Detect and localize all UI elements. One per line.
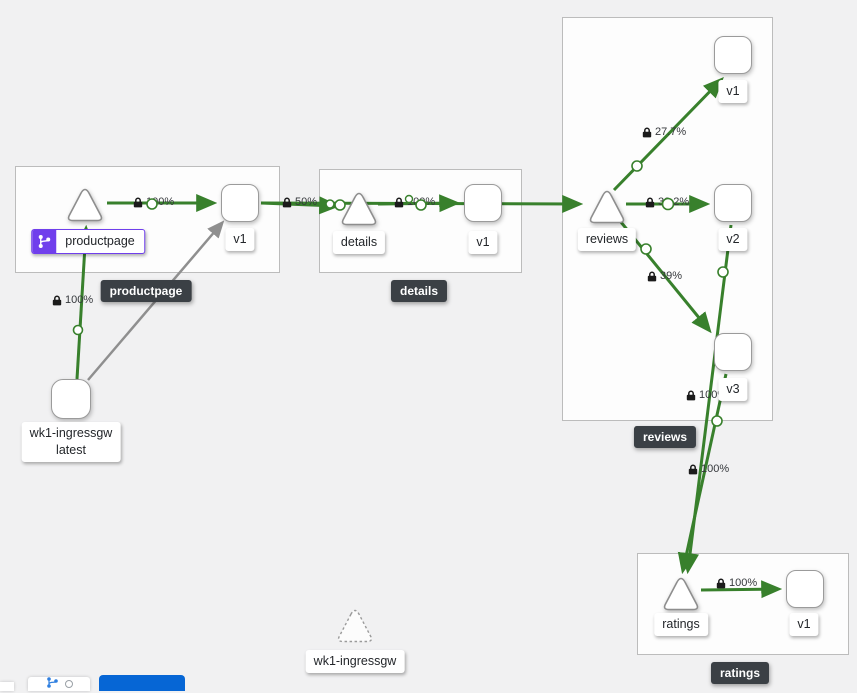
edge-percent: 100% (729, 577, 758, 589)
node-label-text: wk1-ingressgw (313, 654, 397, 668)
node-ratings-service[interactable] (657, 571, 705, 618)
dashed-triangle-icon (337, 609, 373, 643)
lock-icon (394, 196, 404, 208)
edge-label-ingress-to-productpage: 100% (52, 294, 93, 306)
edge-label-details-to-v1: 100% (394, 196, 435, 208)
edge-percent: 27.7% (655, 126, 687, 138)
lock-icon (688, 463, 698, 475)
node-label-text: reviews (585, 232, 629, 246)
edge-percent: 39% (660, 270, 683, 282)
node-details-service[interactable] (335, 186, 383, 233)
app-badge-ratings: ratings (710, 662, 770, 684)
edge-percent: 100% (146, 196, 175, 208)
node-label-text: latest (56, 442, 86, 457)
edge-label-productpage-to-v1: 100% (133, 196, 174, 208)
triangle-icon (663, 577, 699, 611)
node-label-text: wk1-ingressgw (29, 426, 113, 440)
virtual-service-icon (32, 230, 57, 253)
edge-label-reviews-to-v2: 33.2% (645, 196, 689, 208)
legend-button[interactable] (99, 675, 185, 691)
circle-icon (64, 680, 73, 688)
lock-icon (716, 577, 726, 589)
label-reviews-v3[interactable]: v3 (718, 378, 748, 401)
label-idle-service[interactable]: wk1-ingressgw (305, 650, 405, 673)
node-label-text: details (340, 235, 378, 249)
node-label-text: v1 (726, 84, 740, 98)
edge-percent: 50% (295, 196, 318, 208)
label-reviews-service[interactable]: reviews (577, 228, 637, 251)
edge-percent: 100% (701, 463, 730, 475)
node-label-text: v1 (797, 617, 811, 631)
label-productpage-service[interactable]: productpage (31, 229, 145, 254)
node-reviews-v2[interactable] (714, 184, 752, 222)
label-productpage-v1[interactable]: v1 (225, 228, 255, 251)
app-badge-reviews: reviews (633, 426, 697, 448)
edge-label-ratings-to-v1: 100% (716, 577, 757, 589)
toolbar-fragment[interactable] (0, 682, 14, 691)
node-label-text: v1 (233, 232, 247, 246)
triangle-icon (589, 190, 625, 224)
lock-icon (686, 389, 696, 401)
label-details-service[interactable]: details (332, 231, 386, 254)
lock-icon (645, 196, 655, 208)
label-reviews-v2[interactable]: v2 (718, 228, 748, 251)
app-badge-details: details (390, 280, 448, 302)
node-ratings-v1[interactable] (786, 570, 824, 608)
lock-icon (282, 196, 292, 208)
node-label-text: v2 (726, 232, 740, 246)
triangle-icon (67, 188, 103, 222)
edge-percent: 100% (407, 196, 436, 208)
node-productpage-service[interactable] (61, 182, 109, 229)
label-ratings-v1[interactable]: v1 (789, 613, 819, 636)
edge-label-v2-to-ratings: 100% (688, 463, 729, 475)
triangle-icon (341, 192, 377, 226)
node-reviews-v3[interactable] (714, 333, 752, 371)
node-label-text: v3 (726, 382, 740, 396)
node-productpage-v1[interactable] (221, 184, 259, 222)
node-label-text: v1 (476, 235, 490, 249)
edge-label-reviews-to-v1: 27.7% (642, 126, 686, 138)
node-label-text: productpage (65, 234, 135, 248)
branch-icon (46, 675, 59, 693)
edge-label-v1-to-details: 50% (282, 196, 317, 208)
edge-percent: 33.2% (658, 196, 690, 208)
label-ratings-service[interactable]: ratings (654, 613, 708, 636)
toolbar-graph-type-box[interactable] (28, 677, 90, 691)
node-label-text: ratings (662, 617, 700, 631)
lock-icon (133, 196, 143, 208)
node-details-v1[interactable] (464, 184, 502, 222)
label-details-v1[interactable]: v1 (468, 231, 498, 254)
node-idle-service[interactable] (331, 603, 379, 650)
label-ingress-workload[interactable]: wk1-ingressgw latest (21, 422, 121, 462)
label-reviews-v1[interactable]: v1 (718, 80, 748, 103)
edge-percent: 100% (65, 294, 94, 306)
app-badge-productpage: productpage (100, 280, 192, 302)
edge-label-reviews-to-v3: 39% (647, 270, 682, 282)
node-reviews-v1[interactable] (714, 36, 752, 74)
lock-icon (642, 126, 652, 138)
lock-icon (52, 294, 62, 306)
node-ingress-workload[interactable] (51, 379, 91, 419)
lock-icon (647, 270, 657, 282)
node-reviews-service[interactable] (583, 184, 631, 231)
